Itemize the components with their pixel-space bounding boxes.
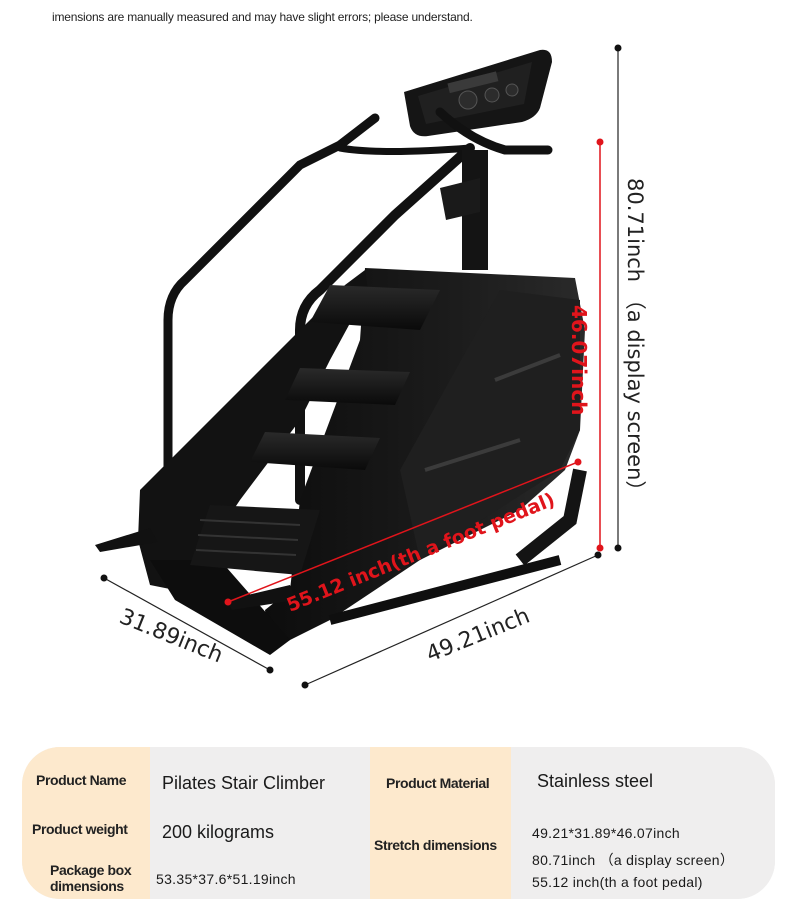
right-foot-pedal	[226, 585, 296, 610]
material-label: Product Material	[386, 775, 490, 791]
package-value: 53.35*37.6*51.19inch	[156, 871, 296, 887]
spec-label-column-right	[370, 747, 511, 899]
material-value: Stainless steel	[537, 771, 654, 791]
stretch-value-1: 49.21*31.89*46.07inch	[532, 825, 680, 841]
spec-value-column-right	[511, 747, 775, 899]
product-name-label: Product Name	[36, 772, 127, 788]
spec-value-column-left	[150, 747, 370, 899]
handrails	[163, 107, 553, 505]
console-screen	[404, 49, 552, 137]
dimension-lines	[100, 44, 622, 689]
package-label-line1: Package box	[50, 862, 132, 878]
stretch-value-2: 80.71inch （a display screen）	[532, 852, 735, 868]
spec-label-column-left	[22, 747, 150, 899]
product-weight-label: Product weight	[32, 821, 128, 837]
stretch-value-3: 55.12 inch(th a foot pedal)	[532, 874, 703, 890]
height-total-label: 80.71inch （a display screen）	[623, 178, 647, 501]
package-label-line2: dimensions	[50, 878, 124, 894]
stair-climber-photo: 80.71inch （a display screen） 46.07inch 5…	[95, 44, 647, 689]
height-pedal-label: 46.07inch	[567, 305, 591, 415]
product-weight-value: 200 kilograms	[162, 822, 275, 842]
product-name-value: Pilates Stair Climber	[162, 773, 326, 793]
spec-table: Product Name Pilates Stair Climber Produ…	[22, 747, 775, 899]
stretch-label: Stretch dimensions	[374, 837, 497, 853]
machine-body	[138, 268, 587, 655]
length-label: 49.21inch	[423, 604, 534, 668]
left-foot-pedal	[95, 528, 158, 552]
stair-steps	[190, 285, 440, 575]
disclaimer-note: imensions are manually measured and may …	[52, 10, 473, 24]
